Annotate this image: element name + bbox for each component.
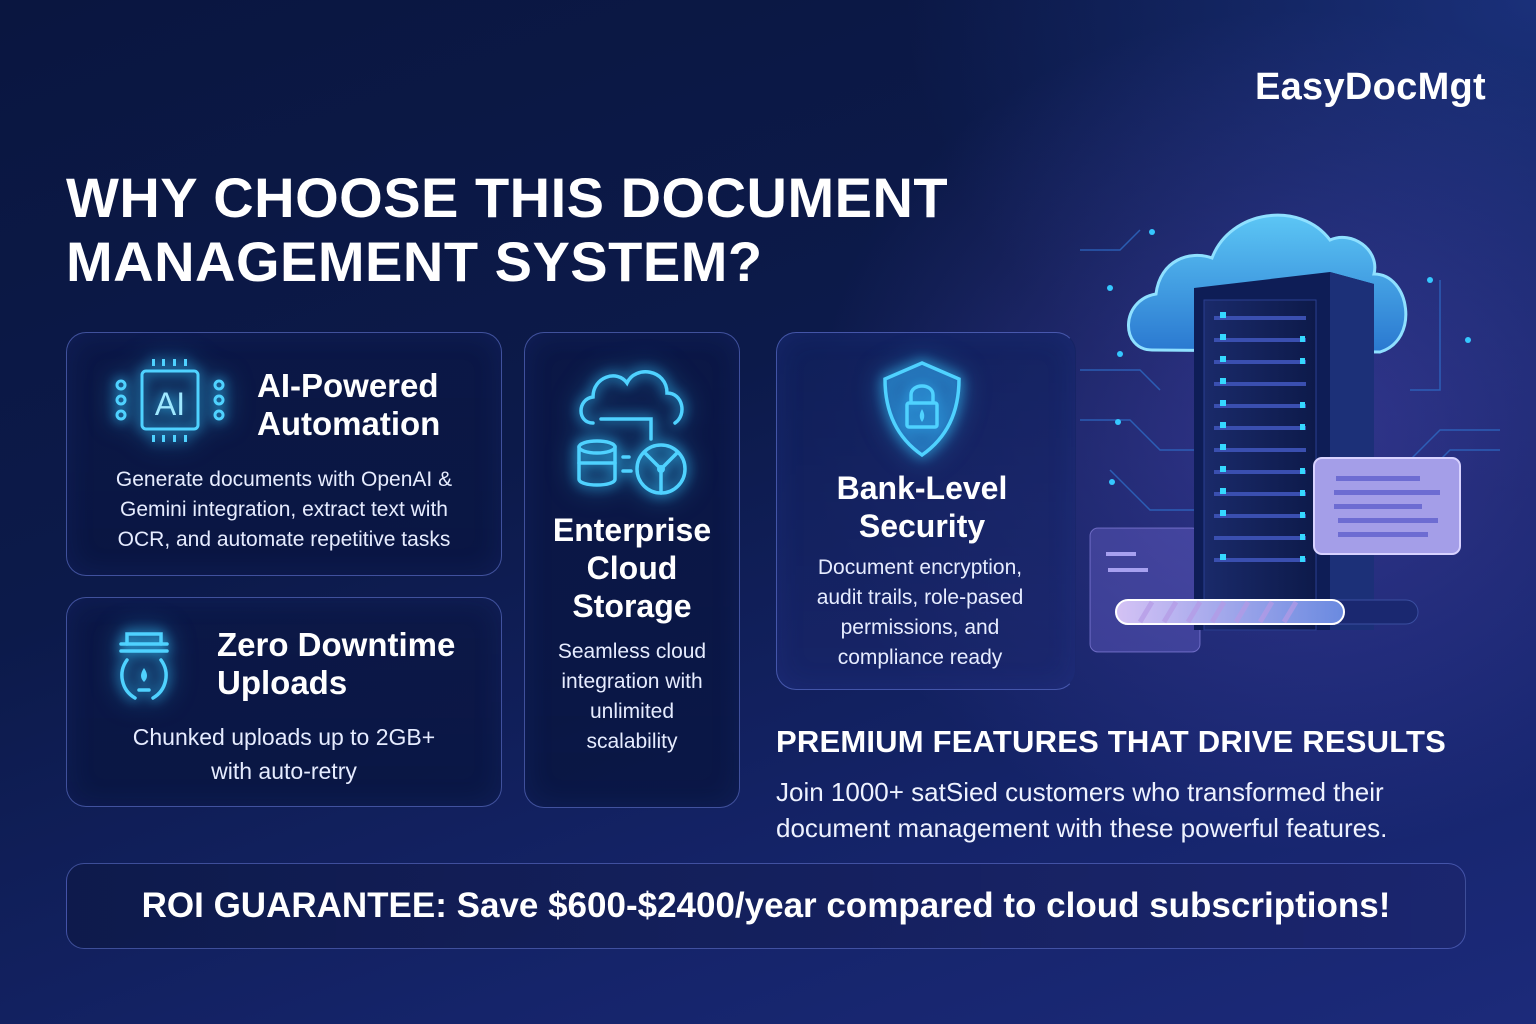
roi-guarantee-banner: ROI GUARANTEE: Save $600-$2400/year comp… (66, 863, 1466, 949)
feature-card-ai-automation: AI AI-Powered Automation Generate docume… (66, 332, 502, 576)
ai-chip-icon: AI (107, 355, 227, 460)
feature-title-line: AI-Powered (257, 367, 439, 404)
headline-line-2: MANAGEMENT SYSTEM? (66, 230, 763, 293)
headline-line-1: WHY CHOOSE THIS DOCUMENT (66, 166, 949, 229)
desc-line: Gemini integration, extract text with (120, 498, 448, 521)
feature-card-enterprise-cloud-storage: Enterprise Cloud Storage Seamless cloud … (524, 332, 740, 808)
desc-line: scalability (586, 730, 678, 753)
desc-line: with auto-retry (211, 758, 357, 784)
shield-lock-icon (879, 359, 965, 464)
svg-text:AI: AI (155, 386, 185, 422)
desc-line: Generate documents with OpenAI & (115, 468, 453, 491)
feature-title: Zero Downtime Uploads (217, 626, 455, 702)
feature-description: Generate documents with OpenAI & Gemini … (67, 465, 501, 555)
feature-title-line: Zero Downtime (217, 626, 456, 663)
feature-title-line: Automation (257, 405, 441, 442)
feature-title-line: Cloud (586, 550, 678, 586)
feature-card-bank-level-security: Bank-Level Security Document encryption,… (776, 332, 1076, 690)
desc-line: unlimited (589, 700, 675, 723)
premium-features-heading: PREMIUM FEATURES THAT DRIVE RESULTS (776, 724, 1447, 759)
upload-bucket-icon (105, 624, 185, 709)
desc-line: audit trails, role-pased (816, 586, 1024, 609)
page-headline: WHY CHOOSE THIS DOCUMENT MANAGEMENT SYST… (66, 166, 948, 294)
feature-title: AI-Powered Automation (257, 367, 440, 443)
feature-card-zero-downtime-uploads: Zero Downtime Uploads Chunked uploads up… (66, 597, 502, 807)
feature-title-line: Enterprise (552, 512, 712, 548)
desc-line: OCR, and automate repetitive tasks (117, 528, 451, 551)
desc-line: permissions, and (840, 616, 1000, 639)
cloud-server-illustration (1080, 190, 1500, 690)
feature-title-line: Storage (572, 588, 692, 624)
feature-title-line: Uploads (217, 664, 348, 701)
premium-features-description: Join 1000+ satSied customers who transfo… (776, 774, 1387, 846)
desc-line: document management with these powerful … (776, 813, 1388, 843)
desc-line: Seamless cloud (557, 640, 707, 663)
feature-title: Enterprise Cloud Storage (525, 511, 739, 625)
desc-line: compliance ready (837, 646, 1003, 669)
feature-title-line: Bank-Level (836, 470, 1008, 506)
cloud-storage-icon (571, 359, 695, 500)
feature-description: Chunked uploads up to 2GB+ with auto-ret… (67, 720, 501, 788)
brand-logo: EasyDocMgt (1254, 66, 1486, 108)
roi-guarantee-text: ROI GUARANTEE: Save $600-$2400/year comp… (141, 886, 1391, 925)
desc-line: integration with (561, 670, 703, 693)
feature-title-line: Security (858, 508, 986, 544)
feature-description: Document encryption, audit trails, role-… (777, 553, 1063, 673)
desc-line: Document encryption, (817, 556, 1023, 579)
desc-line: Chunked uploads up to 2GB+ (132, 724, 436, 750)
feature-description: Seamless cloud integration with unlimite… (525, 637, 739, 757)
feature-title: Bank-Level Security (777, 469, 1067, 545)
desc-line: Join 1000+ satSied customers who transfo… (776, 777, 1384, 807)
